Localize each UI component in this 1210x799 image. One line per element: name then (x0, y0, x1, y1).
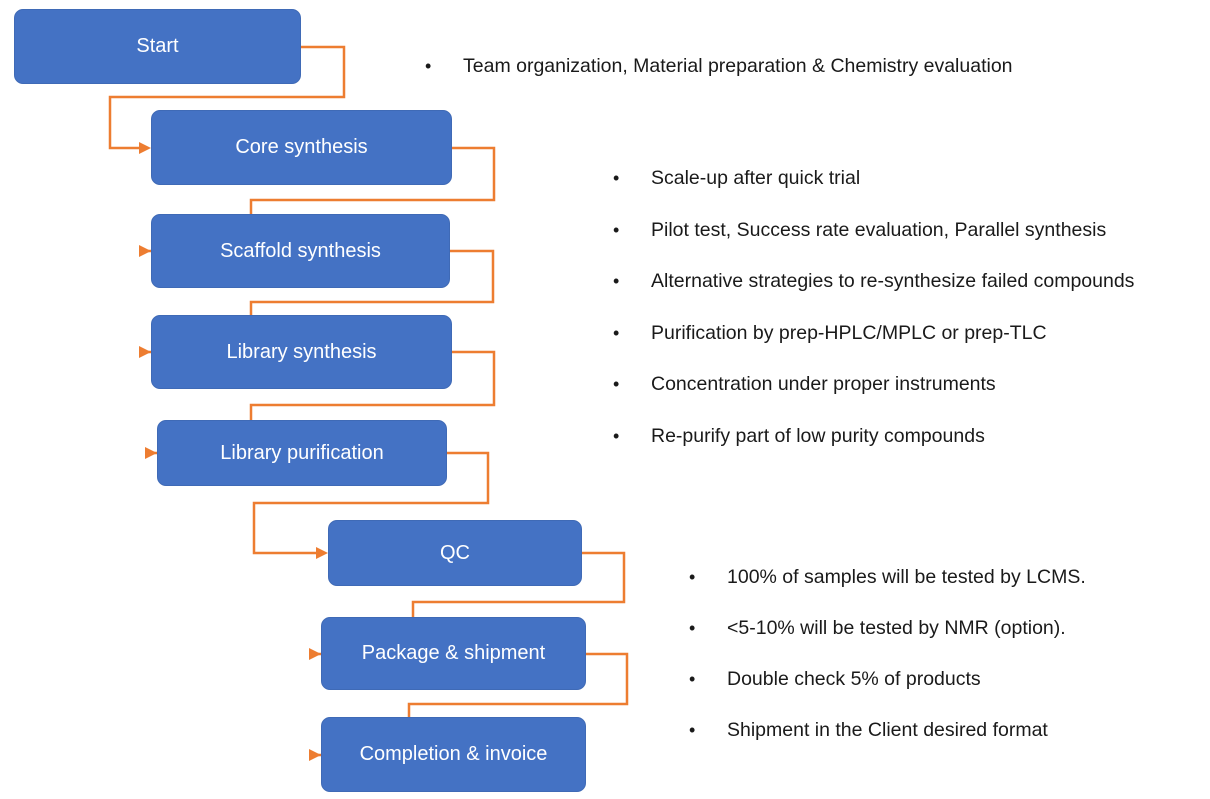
note-text: Shipment in the Client desired format (727, 719, 1048, 741)
connector-arrowhead (139, 245, 151, 257)
note-item: • 100% of samples will be tested by LCMS. (689, 564, 1086, 590)
note-item: • Team organization, Material preparation… (425, 53, 1013, 79)
note-text: Concentration under proper instruments (651, 373, 996, 395)
note-text: <5-10% will be tested by NMR (option). (727, 617, 1066, 639)
bullet-icon: • (613, 425, 620, 446)
step-start: Start (14, 9, 301, 84)
note-item: • <5-10% will be tested by NMR (option). (689, 615, 1086, 641)
note-text: Double check 5% of products (727, 668, 981, 690)
step-qc: QC (328, 520, 582, 586)
bullet-icon: • (613, 219, 620, 240)
note-item: • Alternative strategies to re-synthesize… (613, 268, 1135, 294)
notes-qc: • 100% of samples will be tested by LCMS.… (689, 564, 1086, 768)
notes-start: • Team organization, Material preparation… (425, 53, 1013, 79)
connector-arrowhead (309, 749, 321, 761)
note-item: • Re-purify part of low purity compounds (613, 423, 1134, 449)
note-item: • Scale-up after quick trial (613, 165, 1134, 191)
note-text: Re-purify part of low purity compounds (651, 424, 985, 447)
note-item: • Purification by prep-HPLC/MPLC or prep-… (613, 320, 1134, 346)
note-item: • Double check 5% of products (689, 666, 1086, 692)
note-text: 100% of samples will be tested by LCMS. (727, 566, 1086, 588)
note-item: • Concentration under proper instruments (613, 371, 1134, 397)
bullet-icon: • (689, 720, 696, 740)
note-item: • Pilot test, Success rate evaluation, Pa… (613, 217, 1134, 243)
connector-arrowhead (139, 346, 151, 358)
step-core-synthesis: Core synthesis (151, 110, 452, 185)
connector-arrowhead (316, 547, 328, 559)
note-text: Scale-up after quick trial (651, 167, 861, 189)
step-library-synthesis: Library synthesis (151, 315, 452, 389)
bullet-icon: • (425, 56, 432, 76)
step-package-shipment: Package & shipment (321, 617, 586, 690)
note-text: Alternative strategies to re-synthesize … (651, 270, 1135, 292)
note-text: Team organization, Material preparation … (463, 55, 1013, 77)
bullet-icon: • (613, 271, 620, 291)
step-completion-invoice: Completion & invoice (321, 717, 586, 792)
notes-synthesis: • Scale-up after quick trial • Pilot test, … (613, 165, 1135, 474)
bullet-icon: • (689, 669, 696, 689)
step-library-purification: Library purification (157, 420, 447, 486)
connector-arrowhead (145, 447, 157, 459)
bullet-icon: • (689, 567, 696, 587)
bullet-icon: • (613, 168, 620, 188)
note-item: • Shipment in the Client desired format (689, 717, 1086, 743)
step-scaffold-synthesis: Scaffold synthesis (151, 214, 450, 288)
bullet-icon: • (689, 618, 696, 638)
bullet-icon: • (613, 322, 620, 343)
connector-arrowhead (309, 648, 321, 660)
note-text: Pilot test, Success rate evaluation, Par… (651, 218, 1107, 241)
bullet-icon: • (613, 374, 620, 394)
note-text: Purification by prep-HPLC/MPLC or prep-T… (651, 321, 1047, 344)
connector-arrowhead (139, 142, 151, 154)
